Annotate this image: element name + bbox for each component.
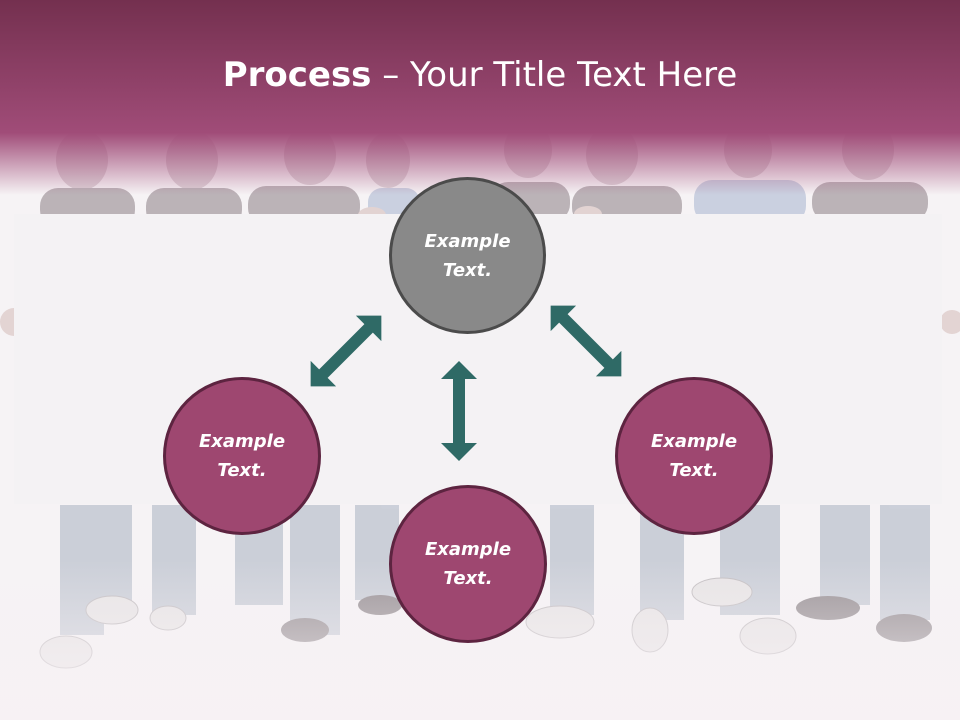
header-band [0,0,960,195]
node-left-text: Example Text. [198,431,286,481]
process-node-right: Example Text. [615,377,773,535]
arrow-vertical-icon [441,361,477,461]
node-top-text: Example Text. [424,230,511,281]
arrow-top-right-icon [550,305,622,377]
process-node-left: Example Text. [163,377,321,535]
arrow-top-left-icon [310,315,382,387]
node-bottom-text: Example Text. [424,539,512,589]
process-node-bottom: Example Text. [389,485,547,643]
node-right-text: Example Text. [650,431,738,481]
title-rest: – Your Title Text Here [371,55,738,95]
process-node-top: Example Text. [389,177,546,334]
page-title: Process – Your Title Text Here [0,52,960,98]
title-bold: Process [222,55,372,95]
